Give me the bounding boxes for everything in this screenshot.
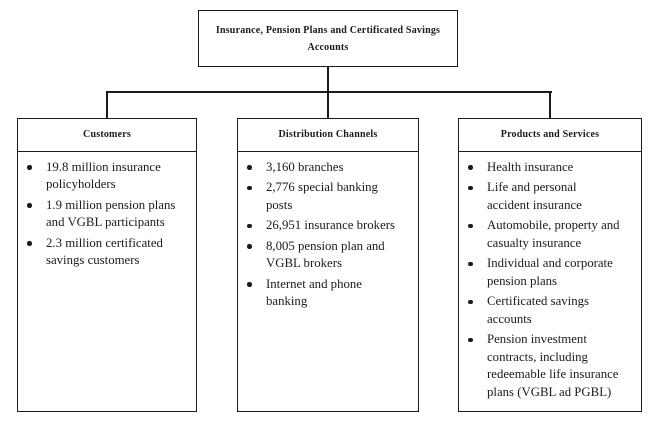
column-customers: Customers 19.8 million insurance policyh… (17, 118, 197, 412)
list-item: Individual and corporate pension plans (467, 255, 639, 290)
list-item-text: 2,776 special banking posts (266, 180, 378, 212)
list-item-text: 1.9 million pension plans and VGBL parti… (46, 197, 176, 230)
connector-stub-middle (327, 91, 329, 119)
list-item: Pension investment contracts, including … (467, 331, 639, 401)
list-item: 1.9 million pension plans and VGBL parti… (26, 197, 194, 232)
column-products-services: Products and Services Health insurance L… (458, 118, 642, 412)
list-item: 8,005 pension plan and VGBL brokers (246, 238, 416, 273)
bullet-icon (468, 165, 473, 170)
list-item-text: 26,951 insurance brokers (266, 218, 395, 232)
list-item-text: Health insurance (487, 159, 574, 174)
list-item: 19.8 million insurance policyholders (26, 159, 194, 194)
list-item-text: Life and personal accident insurance (487, 180, 582, 212)
list-item-text: Internet and phone banking (266, 276, 362, 309)
list-item: Internet and phone banking (246, 276, 416, 311)
column-body-products-services: Health insurance Life and personal accid… (459, 152, 641, 402)
bullet-icon (27, 165, 32, 170)
list-item: 2.3 million certificated savings custome… (26, 235, 194, 270)
connector-horizontal (106, 91, 552, 93)
list-item-text: Pension investment contracts, including … (487, 332, 619, 399)
bullet-icon (247, 244, 252, 249)
list-item-text: 19.8 million insurance policyholders (46, 159, 161, 192)
column-body-customers: 19.8 million insurance policyholders 1.9… (18, 152, 196, 270)
bullet-icon (247, 185, 252, 190)
list-item-text: 2.3 million certificated savings custome… (46, 235, 163, 268)
bullet-list: Health insurance Life and personal accid… (467, 159, 639, 402)
list-item: Health insurance (467, 159, 639, 177)
list-item: Life and personal accident insurance (467, 179, 639, 214)
bullet-list: 3,160 branches 2,776 special banking pos… (246, 159, 416, 311)
column-header-customers: Customers (18, 119, 196, 152)
root-node-box: Insurance, Pension Plans and Certificate… (198, 10, 458, 67)
list-item-text: Individual and corporate pension plans (487, 256, 613, 288)
list-item-text: 3,160 branches (266, 159, 344, 174)
bullet-icon (468, 337, 473, 342)
list-item: 3,160 branches (246, 159, 416, 177)
bullet-icon (468, 223, 473, 228)
bullet-icon (247, 165, 252, 170)
root-node-title: Insurance, Pension Plans and Certificate… (215, 24, 441, 53)
list-item-text: Certificated savings accounts (487, 294, 589, 326)
list-item: Automobile, property and casualty insura… (467, 217, 639, 252)
connector-stub-right (549, 91, 551, 119)
bullet-icon (468, 299, 473, 304)
bullet-list: 19.8 million insurance policyholders 1.9… (26, 159, 194, 270)
list-item: 2,776 special banking posts (246, 179, 416, 214)
bullet-icon (468, 261, 473, 266)
bullet-icon (27, 203, 32, 208)
bullet-icon (247, 223, 252, 228)
column-header-distribution-channels: Distribution Channels (238, 119, 418, 152)
list-item-text: 8,005 pension plan and VGBL brokers (266, 238, 385, 271)
list-item-text: Automobile, property and casualty insura… (487, 218, 620, 250)
column-body-distribution-channels: 3,160 branches 2,776 special banking pos… (238, 152, 418, 311)
list-item: 26,951 insurance brokers (246, 217, 416, 235)
bullet-icon (247, 282, 252, 287)
bullet-icon (27, 241, 32, 246)
column-header-products-services: Products and Services (459, 119, 641, 152)
connector-stub-left (106, 91, 108, 119)
column-distribution-channels: Distribution Channels 3,160 branches 2,7… (237, 118, 419, 412)
connector-vertical-top (327, 67, 329, 92)
list-item: Certificated savings accounts (467, 293, 639, 328)
bullet-icon (468, 185, 473, 190)
